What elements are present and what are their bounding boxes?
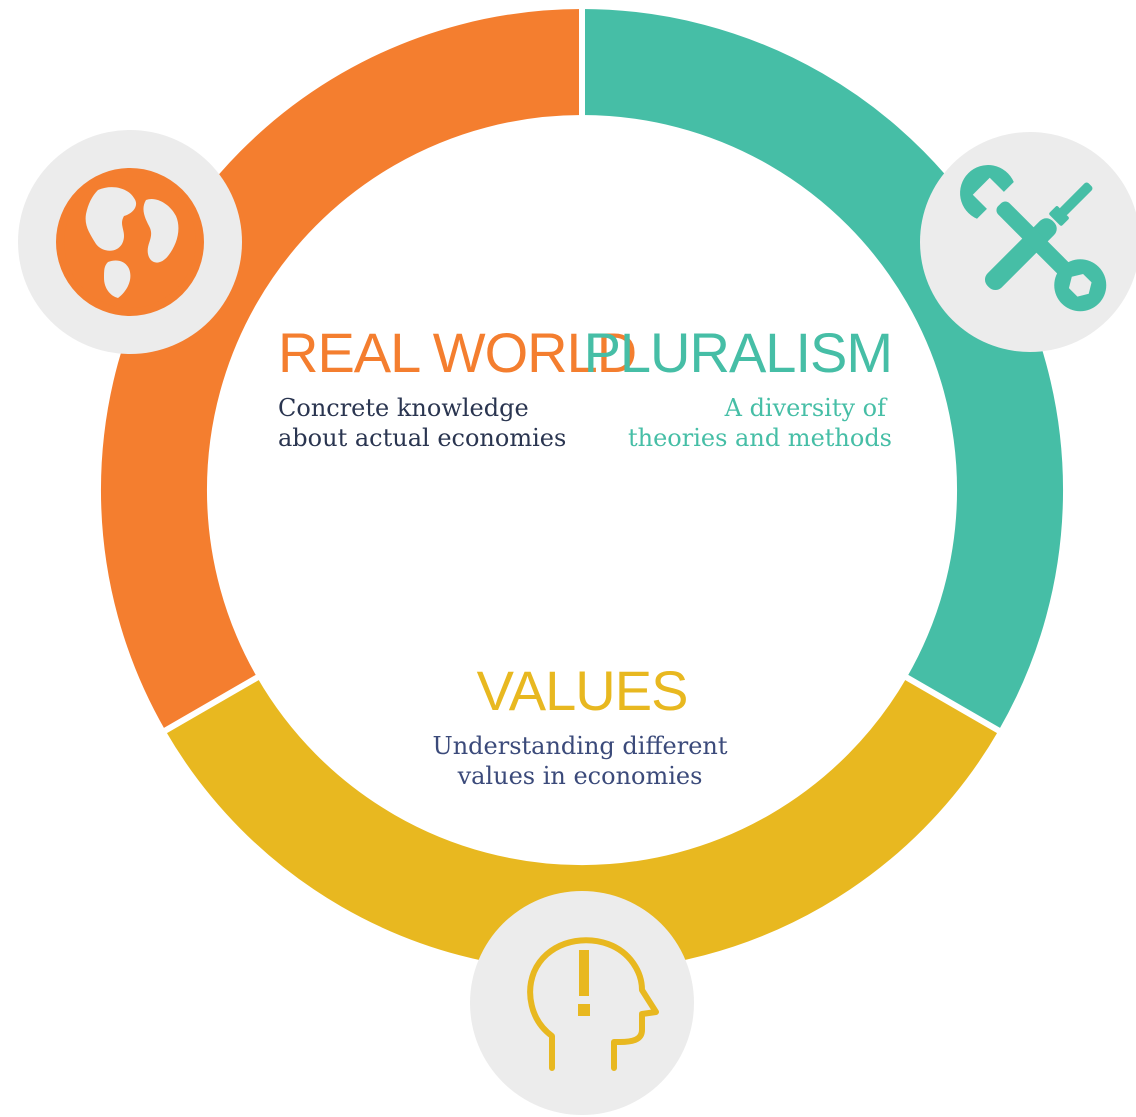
real-world-desc-line2: about actual economies <box>278 424 566 452</box>
separator-right <box>902 673 1005 736</box>
values-title: VALUES <box>477 659 688 722</box>
globe-icon <box>56 168 204 316</box>
values-badge <box>470 891 694 1115</box>
tools-icon <box>960 165 1107 312</box>
pluralism-title: PLURALISM <box>584 321 892 384</box>
values-desc-line2: values in economies <box>457 762 703 790</box>
pluralism-badge <box>920 132 1136 352</box>
ring-separators <box>159 4 1005 736</box>
real-world-badge <box>18 130 242 354</box>
values-text: VALUES Understanding different values in… <box>432 659 727 790</box>
values-desc-line1: Understanding different <box>432 732 727 760</box>
head-exclamation-icon-bg <box>470 891 694 1115</box>
pluralism-desc-line2: theories and methods <box>628 424 892 452</box>
separator-left <box>159 673 262 736</box>
real-world-title: REAL WORLD <box>278 321 636 384</box>
pluralism-text: PLURALISM A diversity of theories and me… <box>584 321 893 452</box>
head-exclamation-icon <box>527 937 659 1071</box>
real-world-desc-line1: Concrete knowledge <box>278 394 529 422</box>
real-world-text: REAL WORLD Concrete knowledge about actu… <box>278 321 637 452</box>
pluralism-desc-line1: A diversity of <box>724 394 889 422</box>
